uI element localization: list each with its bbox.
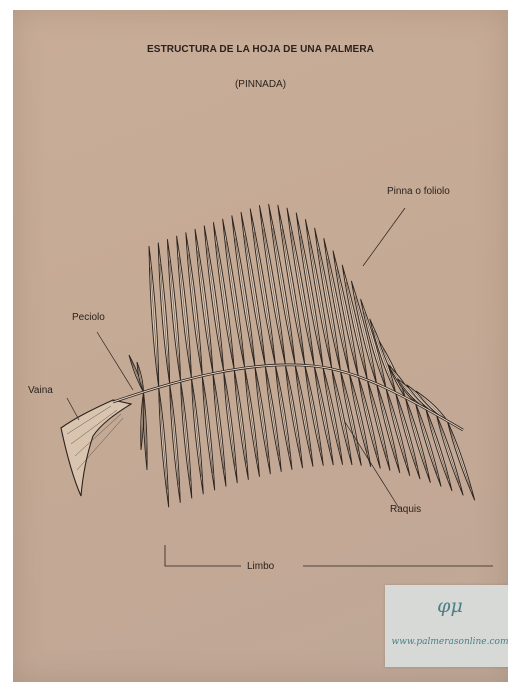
leaflet-midrib [170, 384, 179, 485]
leaflet-midrib [245, 368, 258, 461]
watermark-logo: φμ www.palmerasonline.com [385, 585, 508, 667]
leader-vaina [67, 398, 79, 420]
leader-pinna [363, 208, 405, 266]
leaflet-midrib [332, 369, 349, 451]
leaflet-midrib [159, 387, 168, 489]
label-limbo: Limbo [247, 561, 274, 572]
limbo-bracket [165, 545, 493, 566]
leaflet-midrib [213, 374, 224, 470]
leaflet-midrib [245, 235, 266, 366]
leaflet-midrib [226, 241, 245, 368]
leaflet-midrib [160, 264, 170, 384]
leaflet-midrib [181, 381, 191, 481]
diagram-sheet: ESTRUCTURA DE LA HOJA DE UNA PALMERA (PI… [13, 10, 508, 682]
leaflet-midrib [217, 244, 235, 369]
leaflet-midrib [323, 367, 340, 450]
label-vaina: Vaina [28, 385, 53, 396]
watermark-url: www.palmerasonline.com [385, 637, 508, 647]
leaflet-midrib [235, 238, 255, 367]
palm-leaf-illustration [13, 10, 508, 682]
leader-peciolo [97, 332, 133, 390]
label-pinna: Pinna o foliolo [387, 186, 450, 197]
leaflets [129, 204, 475, 507]
leaflet-midrib [202, 376, 213, 473]
label-raquis: Raquis [390, 504, 421, 515]
leaflet-midrib [192, 378, 202, 477]
leaflet-midrib [151, 267, 159, 387]
label-peciolo: Peciolo [72, 312, 105, 323]
leaflet-midrib [224, 371, 236, 466]
watermark-symbol: φμ [385, 595, 508, 617]
leaflet-midrib [234, 370, 246, 464]
